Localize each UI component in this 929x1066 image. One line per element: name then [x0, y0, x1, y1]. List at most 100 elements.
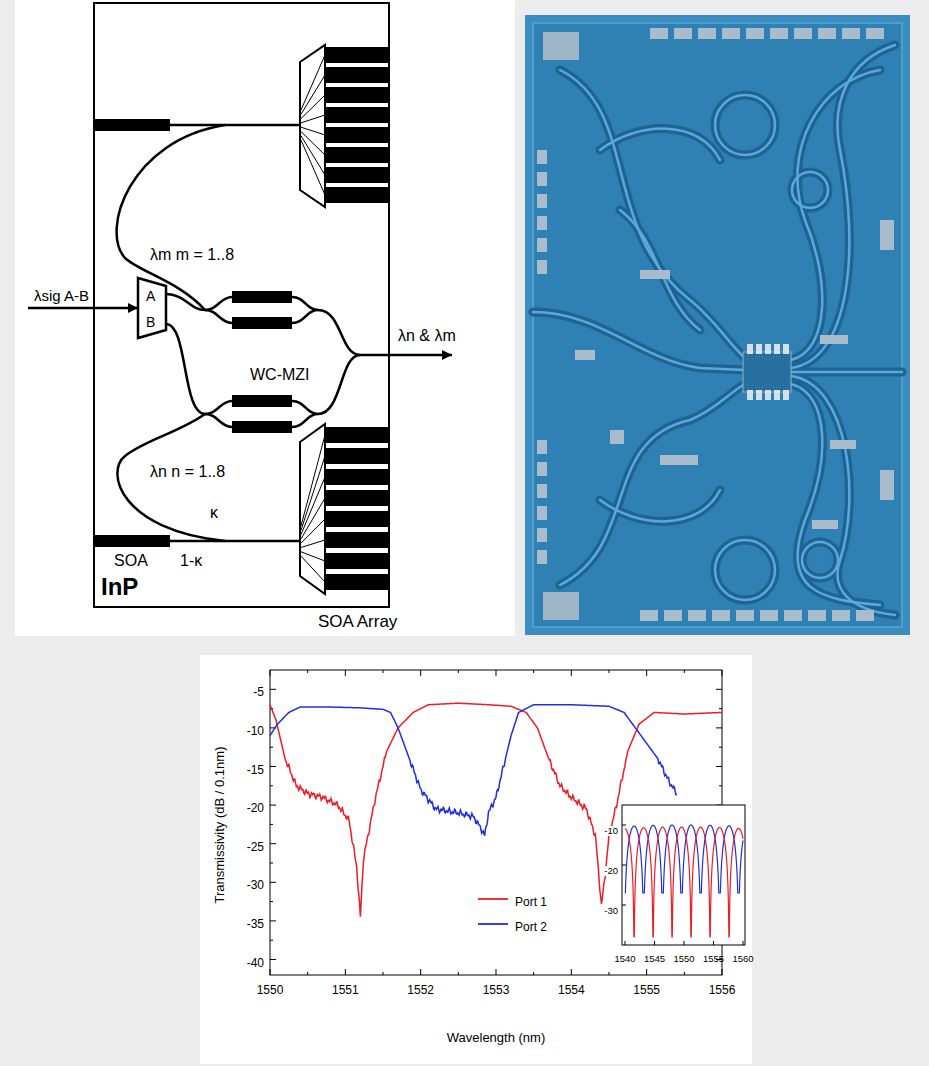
soa-array-bar	[325, 87, 388, 103]
tick-mark	[721, 969, 722, 975]
tick-label: 1551	[332, 984, 359, 998]
awg-fan-line	[301, 519, 325, 543]
waveguide-line	[170, 540, 300, 543]
awg-fan-line	[301, 127, 325, 135]
legend-label: Port 1	[515, 896, 547, 910]
soa-pad	[774, 344, 780, 354]
waveguide	[791, 45, 895, 368]
bond-pad	[746, 28, 764, 39]
bond-pad	[760, 610, 778, 621]
waveguide-curve	[117, 125, 225, 310]
bond-pad	[722, 28, 740, 39]
tick-mark	[622, 865, 626, 866]
tick-mark	[654, 941, 655, 945]
tick-mark	[625, 941, 626, 945]
tick-mark	[458, 972, 459, 975]
awg-shape	[300, 45, 325, 207]
axis-title: Wavelength (nm)	[447, 1031, 546, 1046]
waveguide-curve	[117, 414, 225, 541]
waveguide-line	[205, 414, 232, 427]
bond-pad	[537, 238, 547, 252]
bond-pad	[664, 610, 682, 621]
bond-pad	[688, 610, 706, 621]
tick-label: 1553	[483, 984, 510, 998]
waveguide	[560, 384, 745, 585]
chip-label: InP	[101, 573, 138, 601]
bond-pad	[770, 28, 788, 39]
tick-mark	[684, 941, 685, 945]
part-label: SOA	[114, 552, 148, 570]
waveguide	[791, 371, 902, 374]
tick-mark	[495, 969, 496, 975]
soa-array-bar	[325, 469, 388, 485]
tick-mark	[307, 670, 308, 673]
inset-tick-label: 1545	[644, 954, 665, 965]
soa-array-bar	[325, 187, 388, 203]
bond-pad	[736, 610, 754, 621]
soa-pad	[765, 390, 771, 400]
waveguide-line	[205, 401, 232, 414]
tick-label: -30	[247, 879, 264, 893]
tick-mark	[270, 766, 276, 767]
contact-pad	[880, 220, 894, 250]
waveguide-trench	[791, 368, 902, 377]
tick-mark	[270, 940, 273, 941]
bond-pad	[856, 610, 874, 621]
bond-pad	[674, 28, 692, 39]
soa-block	[93, 535, 170, 547]
legend-label: Port 2	[515, 921, 547, 935]
soa-pad	[783, 390, 789, 400]
tick-mark	[608, 972, 609, 975]
chart	[270, 670, 745, 975]
port-label: B	[146, 314, 155, 330]
soa-array-bar	[325, 427, 388, 443]
photo-ground	[525, 15, 910, 635]
soa-array-bar	[325, 532, 388, 548]
bond-pad	[537, 150, 547, 164]
tick-mark	[345, 969, 346, 975]
tick-label: -5	[253, 686, 264, 700]
inset-port1-curve	[625, 827, 743, 937]
contact-pad	[820, 335, 848, 344]
bond-pad	[832, 610, 850, 621]
soa-array-bar	[325, 107, 388, 123]
ring-trench	[802, 542, 838, 578]
inset-tick-label: 1540	[614, 954, 635, 965]
tick-mark	[646, 969, 647, 975]
tick-mark	[719, 785, 722, 786]
tick-mark	[684, 972, 685, 975]
tick-mark	[382, 972, 383, 975]
inset-tick-label: -30	[603, 906, 619, 917]
waveguide-line	[205, 297, 232, 310]
waveguide-line	[292, 310, 318, 323]
tick-mark	[270, 901, 273, 902]
waveguide-line	[292, 414, 318, 427]
tick-mark	[270, 969, 271, 975]
waveguide-line	[205, 310, 232, 323]
tick-label: -25	[247, 841, 264, 855]
awg-fan-line	[301, 132, 325, 156]
soa-block	[232, 317, 292, 329]
tick-mark	[495, 670, 496, 676]
awg-shape	[300, 424, 325, 594]
tick-mark	[270, 959, 276, 960]
tick-mark	[345, 670, 346, 676]
tick-mark	[382, 670, 383, 673]
contact-pad	[610, 430, 624, 444]
bond-pad	[794, 28, 812, 39]
output-arrow	[360, 354, 452, 357]
contact-pad	[812, 520, 838, 529]
tick-mark	[622, 825, 626, 826]
soa-block	[232, 291, 292, 303]
tick-mark	[571, 969, 572, 975]
tick-mark	[270, 863, 273, 864]
port-label: A	[146, 288, 155, 304]
soa-array-photo	[743, 352, 791, 392]
tick-label: -20	[247, 802, 264, 816]
bond-pad	[712, 610, 730, 621]
soa-array-bar	[325, 147, 388, 163]
soa-array-bar	[325, 511, 388, 527]
